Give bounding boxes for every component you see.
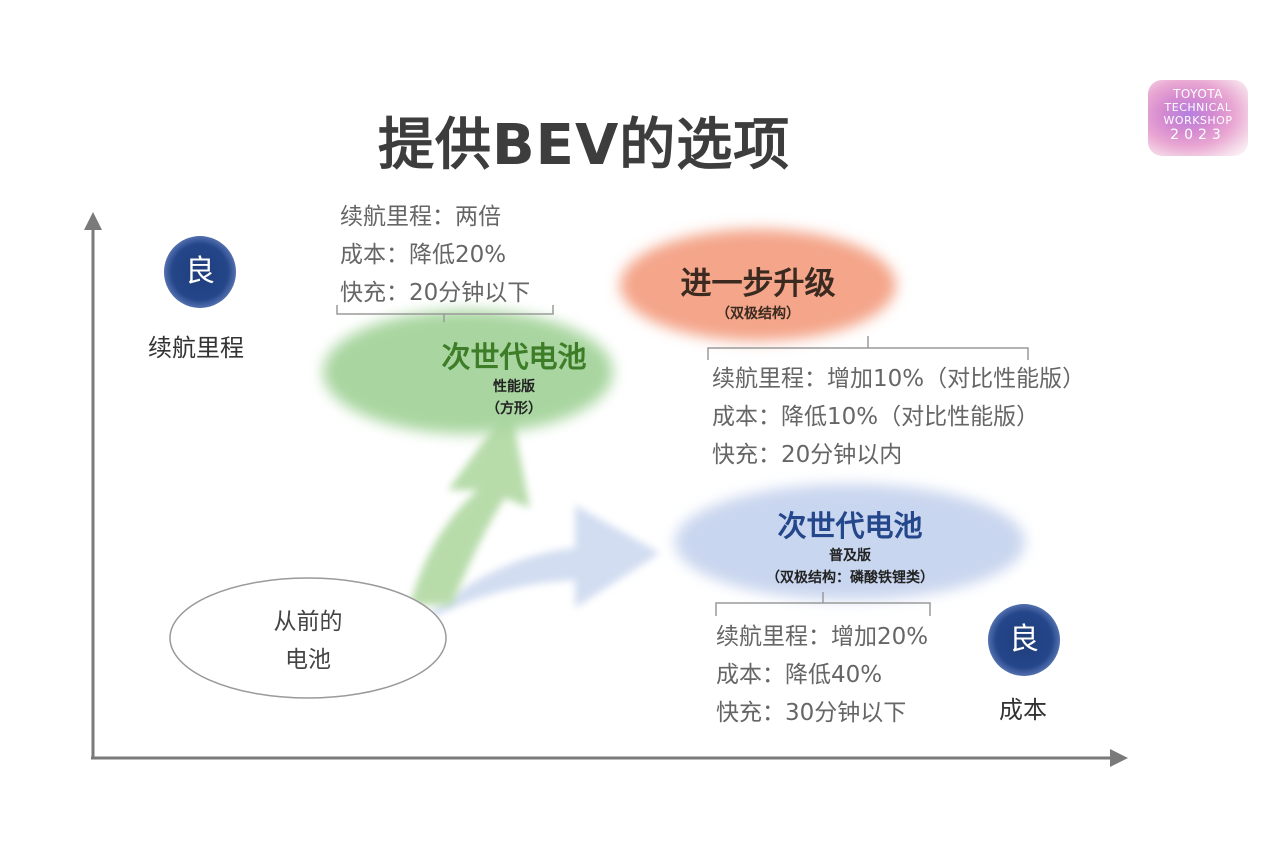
performance-spec-cost: 成本：降低20% (340, 242, 507, 268)
x-axis-arrowhead (1110, 749, 1128, 767)
previous-battery-label: 从前的 电池 (238, 603, 378, 679)
popular-battery-blob (675, 484, 1025, 600)
popular-specs-bracket (715, 592, 931, 616)
popular-battery-label: 次世代电池 普及版 （双极结构：磷酸铁锂类） (730, 503, 970, 589)
y-axis-label: 续航里程 (148, 334, 244, 362)
logo-line-1: TOYOTA (1173, 87, 1223, 101)
further-upgrade-spec-range: 续航里程：增加10%（对比性能版） (712, 366, 1086, 392)
previous-battery-ellipse (169, 577, 447, 699)
popular-battery-specs: 续航里程：增加20% 成本：降低40% 快充：30分钟以下 (716, 618, 928, 732)
further-upgrade-specs: 续航里程：增加10%（对比性能版） 成本：降低10%（对比性能版） 快充：20分… (712, 360, 1085, 474)
previous-battery-line-2: 电池 (285, 647, 331, 673)
further-upgrade-name: 进一步升级 (680, 266, 836, 302)
further-upgrade-label: 进一步升级 （双极结构） (658, 258, 858, 325)
further-upgrade-structure: （双极结构） (716, 306, 800, 322)
arrow-to-popular-battery (430, 505, 660, 618)
y-axis-arrowhead (84, 212, 102, 230)
logo-line-3: WORKSHOP (1163, 114, 1233, 127)
arrow-to-performance-battery (410, 405, 530, 605)
logo-line-2: TECHNICAL (1164, 101, 1232, 114)
popular-battery-edition: 普及版 (829, 548, 871, 564)
popular-battery-structure: （双极结构：磷酸铁锂类） (766, 570, 934, 586)
performance-spec-range: 续航里程：两倍 (340, 204, 501, 230)
page-title: 提供BEV的选项 (378, 113, 791, 178)
performance-battery-edition: 性能版 (493, 379, 535, 395)
performance-battery-specs: 续航里程：两倍 成本：降低20% 快充：20分钟以下 (340, 198, 530, 312)
popular-spec-range: 续航里程：增加20% (716, 624, 929, 650)
previous-battery-line-1: 从前的 (273, 609, 343, 635)
further-upgrade-blob (620, 229, 896, 341)
performance-specs-bracket (336, 305, 554, 322)
x-axis-label: 成本 (999, 696, 1047, 724)
range-good-badge: 良 (164, 236, 236, 308)
further-upgrade-specs-bracket (707, 336, 1029, 360)
performance-battery-label: 次世代电池 性能版 （方形） (414, 334, 614, 420)
popular-spec-charge: 快充：30分钟以下 (716, 700, 907, 726)
further-upgrade-spec-cost: 成本：降低10%（对比性能版） (712, 404, 1040, 430)
toyota-technical-workshop-logo: TOYOTA TECHNICAL WORKSHOP 2023 (1148, 80, 1248, 156)
popular-battery-name: 次世代电池 (777, 509, 923, 543)
cost-good-badge: 良 (988, 604, 1060, 676)
logo-year: 2023 (1170, 127, 1226, 143)
performance-battery-name: 次世代电池 (441, 340, 587, 374)
performance-battery-shape: （方形） (486, 401, 542, 417)
popular-spec-cost: 成本：降低40% (716, 662, 883, 688)
performance-battery-blob (323, 310, 613, 434)
performance-spec-charge: 快充：20分钟以下 (340, 280, 531, 306)
further-upgrade-spec-charge: 快充：20分钟以内 (712, 442, 903, 468)
